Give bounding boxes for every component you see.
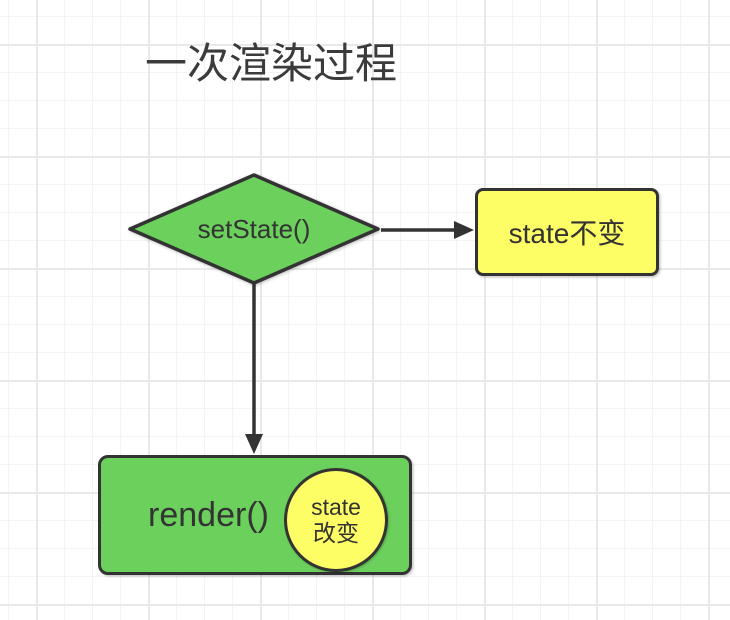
connector-right[interactable] — [381, 221, 474, 239]
node-state-changed-label-line2: 改变 — [313, 520, 359, 546]
connector-down[interactable] — [245, 284, 263, 454]
node-state-unchanged[interactable]: state不变 — [475, 188, 659, 276]
node-state-changed-label-line1: state — [311, 494, 361, 520]
node-setstate-label: setState() — [197, 213, 311, 244]
node-state-changed[interactable]: state 改变 — [284, 468, 388, 572]
node-render-label: render() — [148, 495, 269, 534]
arrowhead-down-icon — [245, 434, 263, 454]
diagram-title[interactable]: 一次渲染过程 — [145, 40, 398, 87]
node-state-unchanged-label: state不变 — [508, 218, 626, 249]
arrowhead-right-icon — [454, 221, 474, 239]
diamond-shape[interactable] — [128, 173, 380, 285]
